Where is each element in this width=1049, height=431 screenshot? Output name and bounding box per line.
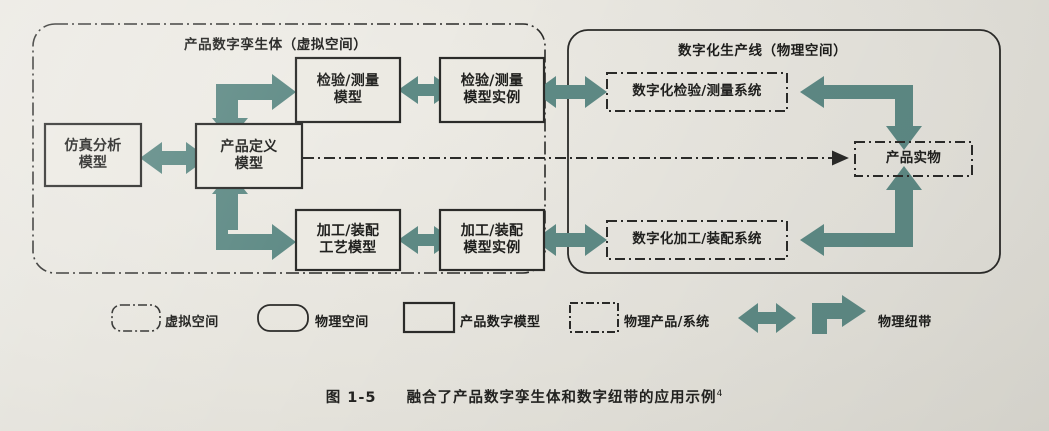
box-process-model[interactable] bbox=[294, 208, 402, 272]
box-process-instance[interactable] bbox=[438, 208, 546, 272]
legend-label-physical-bond: 物理纽带 bbox=[878, 315, 932, 330]
figure-caption-label: 图 1-5 bbox=[325, 390, 377, 406]
legend-icon-physical-space bbox=[257, 304, 309, 332]
box-physical-product[interactable] bbox=[854, 141, 973, 177]
node-box-group bbox=[43, 56, 546, 272]
arrow-process-instance-to-digital-system bbox=[534, 224, 607, 256]
legend-icon-elbow-arrow bbox=[812, 295, 866, 334]
physical-box-group bbox=[606, 72, 973, 260]
arrow-simulation-definition bbox=[140, 142, 208, 174]
figure-caption-text: 融合了产品数字孪生体和数字纽带的应用示例 bbox=[406, 390, 717, 406]
legend-icon-virtual-space bbox=[111, 304, 161, 332]
legend-icon-digital-model bbox=[402, 301, 456, 334]
legend-label-physical-product: 物理产品/系统 bbox=[624, 315, 710, 330]
arrow-group-teal bbox=[140, 74, 922, 260]
legend-label-digital-model: 产品数字模型 bbox=[460, 315, 541, 330]
figure-caption-footnote: 4 bbox=[716, 389, 724, 400]
panel-title-virtual-space: 产品数字孪生体（虚拟空间） bbox=[184, 37, 368, 53]
panel-virtual-space bbox=[32, 23, 546, 274]
box-inspection-instance[interactable] bbox=[438, 56, 546, 124]
box-inspection-model[interactable] bbox=[294, 56, 402, 124]
elbow-arrow-definition-to-process bbox=[216, 188, 296, 260]
legend-label-physical-space: 物理空间 bbox=[315, 315, 369, 330]
arrow-inspection-instance-to-digital-system bbox=[534, 76, 607, 108]
legend-shapes bbox=[111, 295, 866, 334]
box-simulation-model[interactable] bbox=[43, 122, 143, 188]
elbow-arrow-product-to-inspection-system bbox=[800, 76, 922, 150]
box-digital-inspection-system[interactable] bbox=[606, 72, 788, 112]
elbow-arrow-process-system-to-product bbox=[800, 166, 922, 256]
legend-icon-double-arrow bbox=[738, 303, 796, 333]
box-digital-process-system[interactable] bbox=[606, 220, 788, 260]
panel-physical-space bbox=[567, 29, 1001, 274]
legend-icon-physical-product bbox=[569, 302, 619, 333]
panel-title-physical-space: 数字化生产线（物理空间） bbox=[678, 43, 848, 59]
legend-label-virtual-space: 虚拟空间 bbox=[165, 315, 219, 330]
box-product-definition[interactable] bbox=[194, 122, 304, 190]
figure-caption: 图 1-5 融合了产品数字孪生体和数字纽带的应用示例4 bbox=[0, 386, 1049, 407]
